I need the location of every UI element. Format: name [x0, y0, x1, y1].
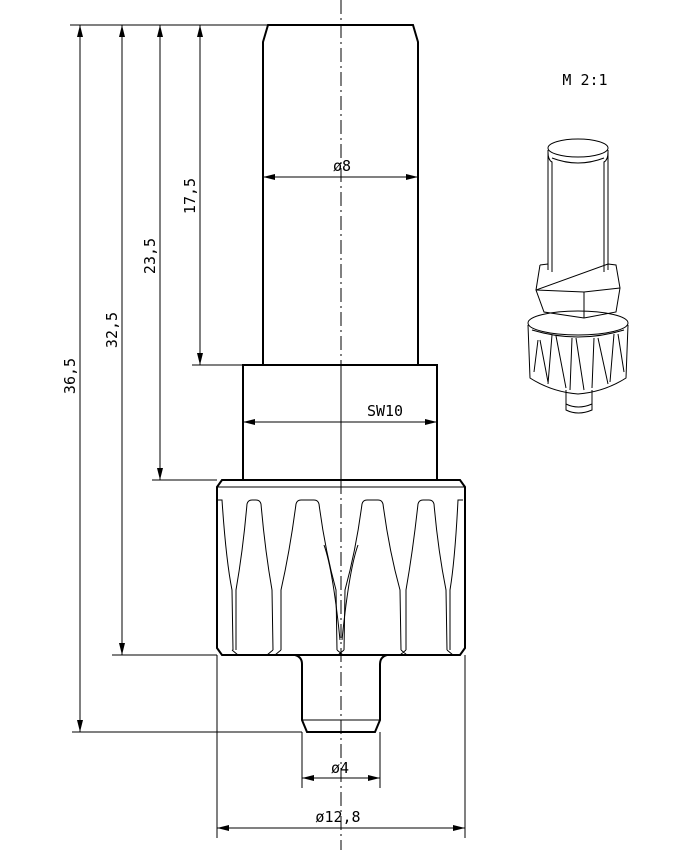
pin — [294, 654, 388, 733]
knurled-head — [216, 479, 466, 656]
dimension-lines — [77, 25, 465, 831]
dim-hex-bottom: 23,5 — [141, 238, 159, 274]
shaft — [262, 24, 419, 365]
knurl-flutes — [218, 499, 463, 656]
dim-shaft-length: 17,5 — [181, 178, 199, 214]
scale-label: M 2:1 — [562, 71, 607, 89]
dim-pin-diameter: ø4 — [331, 759, 349, 777]
dim-shaft-diameter: ø8 — [333, 157, 351, 175]
extension-lines — [70, 24, 466, 838]
isometric-view — [527, 138, 629, 414]
dim-knurl-diameter: ø12,8 — [315, 808, 360, 826]
dim-hex-width: SW10 — [367, 402, 403, 420]
dim-knurl-bottom: 32,5 — [103, 312, 121, 348]
dim-overall-length: 36,5 — [61, 358, 79, 394]
part-side-view — [216, 24, 466, 733]
